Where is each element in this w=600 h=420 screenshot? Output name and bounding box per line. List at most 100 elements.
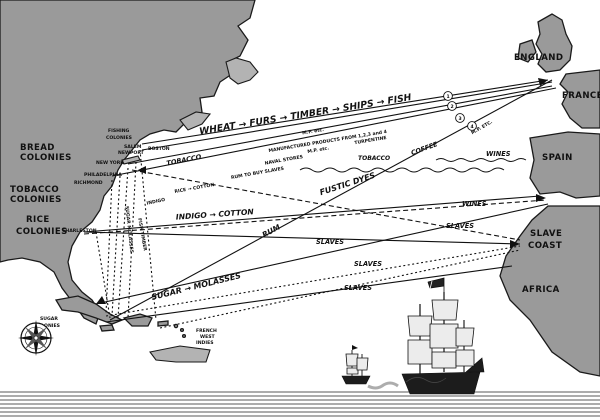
label-slave-coast-2: COAST [528, 241, 562, 251]
label-tobacco-left: TOBACCO [166, 153, 203, 168]
route-naval-stores [111, 87, 557, 177]
route-wines [83, 199, 547, 235]
label-richmond: RICHMOND [74, 180, 103, 186]
route-england-fishing [141, 81, 553, 151]
arrowhead [510, 240, 520, 248]
north-america-landmass [0, 0, 259, 325]
puerto-rico [157, 320, 169, 327]
label-spain: SPAIN [542, 153, 573, 163]
europe-landmass [499, 13, 600, 377]
sea-surface [0, 391, 600, 417]
label-boston: BOSTON [148, 146, 170, 152]
route-tobacco-england [127, 85, 553, 165]
label-newport: NEWPORT [118, 150, 145, 156]
route-vertical-4 [127, 161, 137, 319]
label-philadelphia: PHILADELPHIA [84, 172, 122, 178]
label-salem: SALEM [124, 144, 142, 150]
label-sugar-colonies-2: COLONIES [34, 323, 60, 329]
label-slaves-3: SLAVES [354, 260, 382, 268]
wavy-routes [299, 158, 527, 173]
great-britain [535, 13, 573, 73]
caribbean-islands [54, 295, 211, 363]
route-vertical-2 [111, 175, 121, 317]
svg-text:4: 4 [471, 124, 474, 130]
label-england: ENGLAND [514, 53, 563, 63]
label-turpentine: TURPENTINE [354, 135, 387, 146]
route-sugar-england [109, 79, 553, 321]
route-sugar-molasses [95, 203, 549, 305]
jamaica [99, 324, 115, 332]
label-rice-cotton: RICE → COTTON [174, 182, 215, 195]
label-fishing-colonies-2: COLONIES [106, 135, 132, 141]
region-labels: ENGLAND FRANCE SPAIN SLAVE COAST AFRICA … [10, 53, 600, 346]
arrowhead [138, 166, 146, 174]
island-dot [179, 327, 185, 333]
label-slaves-1: SLAVES [446, 222, 474, 230]
label-tobacco-colonies-2: COLONIES [10, 195, 62, 205]
arrowhead [536, 194, 546, 202]
galleon-icon [367, 277, 485, 395]
route-rum-slaves [131, 169, 521, 241]
route-marker-3: 3 [455, 113, 465, 123]
long-island [121, 155, 141, 165]
label-slaves-2: SLAVES [316, 238, 344, 246]
route-marker-2: 2 [447, 101, 457, 111]
sailing-ship-icon [341, 345, 371, 385]
label-indigo-small: INDIGO [146, 197, 166, 207]
label-sugar-molasses: SUGAR → MOLASSES [150, 271, 242, 302]
label-rice-colonies-2: COLONIES [16, 227, 68, 237]
label-fishing-colonies-1: FISHING [108, 128, 130, 134]
svg-text:1: 1 [447, 94, 450, 100]
label-france: FRANCE [562, 91, 600, 101]
wavy-tobacco-coffee [299, 167, 505, 173]
route-marker-4: 4 [467, 121, 477, 131]
label-slave-coast-1: SLAVE [530, 229, 562, 239]
nova-scotia [179, 111, 212, 131]
route-vertical-1 [105, 179, 113, 315]
cuba [54, 295, 124, 325]
label-french-west-indies-3: INDIES [196, 340, 214, 346]
france-coast [559, 69, 600, 129]
route-vertical-6 [95, 231, 111, 319]
iberia [529, 131, 600, 199]
wavy-wines-top [435, 158, 527, 162]
label-rice-colonies-1: RICE [26, 215, 50, 225]
trade-routes [83, 79, 557, 329]
label-french-west-indies-1: FRENCH [196, 328, 217, 334]
label-mp-1: M.P. etc. [302, 127, 325, 136]
label-slaves-4: SLAVES [344, 284, 372, 292]
island-dot [181, 333, 187, 339]
label-fustic-dyes: FUSTIC DYES [319, 171, 377, 198]
label-naval-stores: NAVAL STORES [264, 154, 303, 167]
label-africa: AFRICA [522, 285, 560, 295]
route-slaves-carolina [83, 231, 521, 245]
label-french-west-indies-2: WEST [200, 334, 216, 340]
route-indigo-europe [83, 195, 541, 233]
svg-text:3: 3 [459, 116, 462, 122]
africa [499, 205, 600, 377]
label-charleston: CHARLESTON [62, 228, 97, 234]
arrowhead [538, 78, 548, 86]
compass-rose-icon [18, 320, 54, 356]
label-new-york: NEW YORK [96, 160, 124, 166]
label-sugar-colonies-1: SUGAR [40, 316, 58, 322]
route-vertical-5 [139, 149, 157, 321]
label-mp-2: M.P. etc. [307, 145, 330, 155]
arrowhead [96, 296, 106, 304]
ireland [517, 39, 537, 63]
label-wines-top: WINES [486, 150, 511, 158]
label-bread-colonies-1: BREAD [20, 143, 55, 153]
arrowheads [96, 78, 548, 304]
label-vertical-2: FISH TIMBER [136, 218, 148, 252]
route-marker-1: 1 [443, 91, 453, 101]
route-fishing-england [141, 79, 549, 145]
route-slaves-lower [105, 265, 513, 323]
route-slaves-french [159, 249, 521, 329]
label-coffee: COFFEE [410, 140, 439, 157]
label-vertical-1: SUGAR MOLASSES [124, 206, 135, 254]
label-bread-colonies-2: COLONIES [20, 153, 72, 163]
south-america-tip [149, 345, 211, 363]
label-tobacco-colonies-1: TOBACCO [10, 185, 59, 195]
label-tobacco-mid: TOBACCO [358, 155, 390, 162]
